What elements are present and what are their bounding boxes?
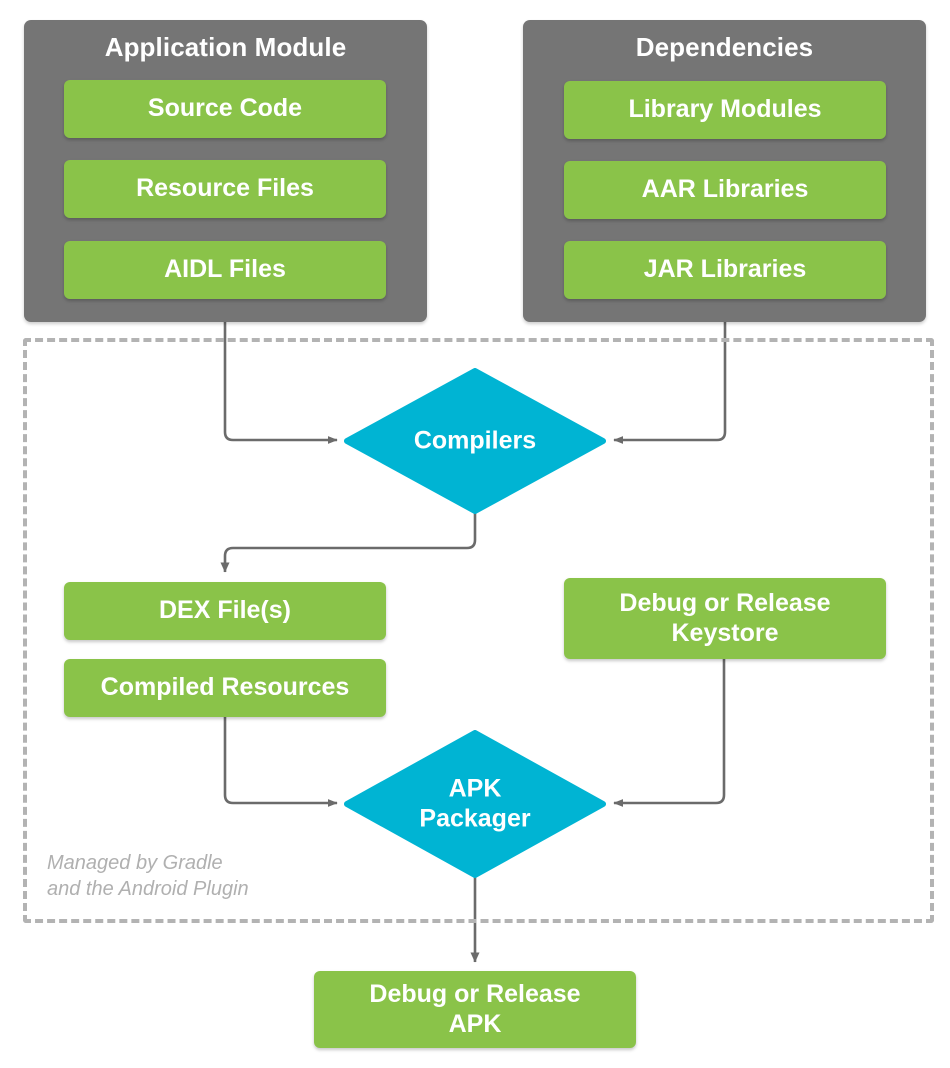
node-keystore[interactable]: Debug or Release Keystore	[564, 578, 886, 659]
node-compilers[interactable]: Compilers	[344, 368, 606, 514]
node-apk-packager[interactable]: APK Packager	[344, 730, 606, 878]
node-label-aidl-files: AIDL Files	[164, 255, 286, 284]
managed-region-border	[23, 338, 934, 923]
node-output-apk[interactable]: Debug or Release APK	[314, 971, 636, 1048]
node-source-code[interactable]: Source Code	[64, 80, 386, 138]
node-library-modules[interactable]: Library Modules	[564, 81, 886, 139]
node-label-library-modules: Library Modules	[628, 95, 822, 124]
node-aidl-files[interactable]: AIDL Files	[64, 241, 386, 299]
apk-packager-diamond-shape	[344, 730, 606, 878]
node-label-aar-libraries: AAR Libraries	[641, 175, 809, 204]
node-jar-libraries[interactable]: JAR Libraries	[564, 241, 886, 299]
node-dex-files[interactable]: DEX File(s)	[64, 582, 386, 640]
node-label-output-apk: Debug or Release APK	[369, 980, 581, 1038]
group-title-dependencies: Dependencies	[635, 32, 814, 62]
compilers-diamond-shape	[344, 368, 606, 514]
group-title-application-module: Application Module	[104, 32, 347, 62]
node-aar-libraries[interactable]: AAR Libraries	[564, 161, 886, 219]
managed-by-gradle-note: Managed by Gradle and the Android Plugin	[47, 852, 249, 901]
node-label-resource-files: Resource Files	[136, 174, 314, 203]
node-label-source-code: Source Code	[147, 94, 303, 123]
node-resource-files[interactable]: Resource Files	[64, 160, 386, 218]
node-label-keystore: Debug or Release Keystore	[619, 589, 831, 647]
node-label-jar-libraries: JAR Libraries	[643, 255, 807, 284]
node-label-compiled-resources: Compiled Resources	[100, 673, 350, 702]
node-label-dex-files: DEX File(s)	[159, 596, 291, 625]
node-compiled-resources[interactable]: Compiled Resources	[64, 659, 386, 717]
